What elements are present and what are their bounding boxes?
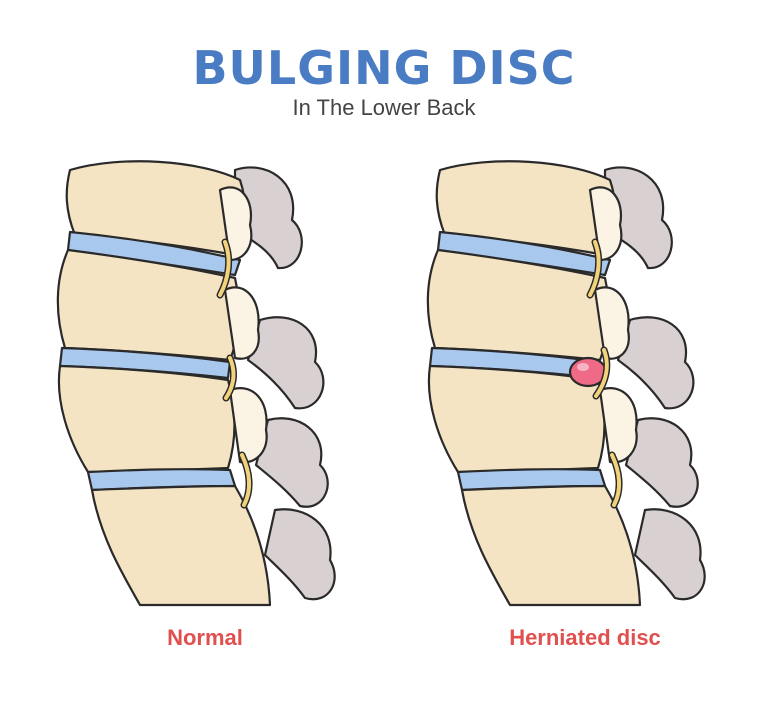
page-title: BULGING DISC xyxy=(192,41,576,95)
herniated-disc-label: Herniated disc xyxy=(509,625,661,650)
vertebra-body xyxy=(90,484,272,607)
vertebral-arch xyxy=(593,286,630,360)
spinal-nerve xyxy=(240,453,251,507)
spinous-process xyxy=(616,316,695,410)
page-subtitle: In The Lower Back xyxy=(292,95,476,120)
vertebra-body xyxy=(460,484,642,607)
spinal-nerve xyxy=(218,240,231,297)
spinous-process xyxy=(624,417,699,508)
normal-spine-illustration xyxy=(30,150,360,620)
spinous-process xyxy=(233,166,303,270)
spinal-nerve xyxy=(224,356,236,400)
vertebra-body xyxy=(57,364,236,474)
spinal-nerve xyxy=(588,240,601,297)
spinal-nerve xyxy=(610,453,621,507)
vertebral-arch xyxy=(223,286,260,360)
spinous-process xyxy=(254,417,329,508)
normal-label: Normal xyxy=(167,625,243,650)
spinal-nerve xyxy=(594,348,609,398)
spinous-process xyxy=(633,508,706,601)
vertebra-body xyxy=(426,248,610,362)
spinous-process xyxy=(603,166,673,270)
normal-spine-svg xyxy=(56,160,336,607)
spinous-process xyxy=(246,316,325,410)
vertebral-arch xyxy=(598,387,638,464)
vertebral-arch xyxy=(228,387,268,464)
vertebra-body xyxy=(427,364,606,474)
herniated-spine-svg xyxy=(426,160,706,607)
spinous-process xyxy=(263,508,336,601)
herniated-spine-illustration xyxy=(400,150,730,620)
